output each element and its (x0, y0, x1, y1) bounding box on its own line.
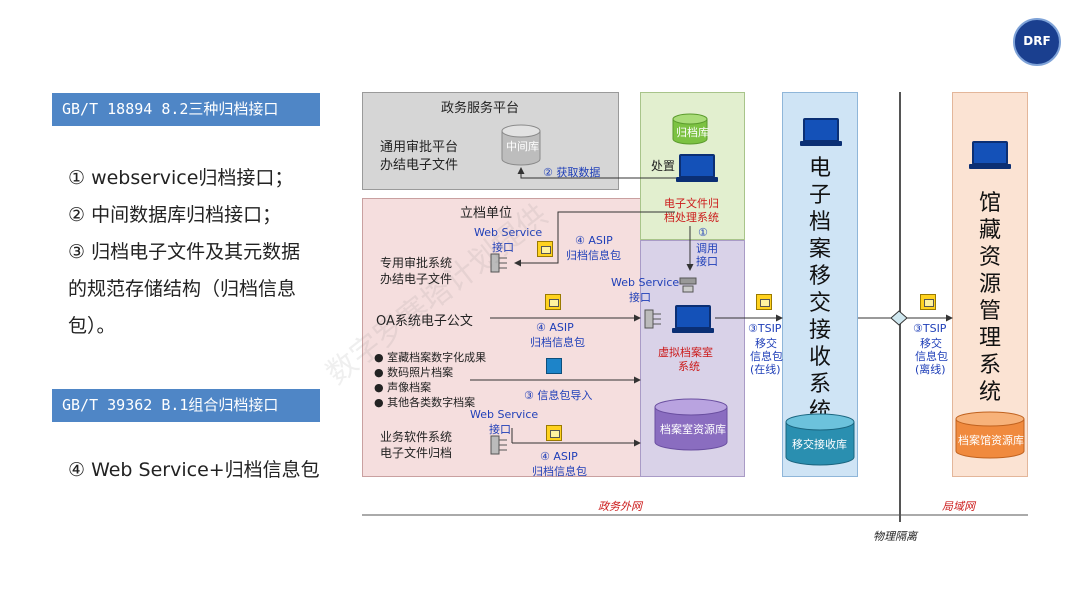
archive-resource-db-icon (955, 411, 1025, 459)
virtual-archive-system-line2: 系统 (678, 360, 700, 373)
tsip-offline-line4: (离线) (915, 363, 946, 376)
gov-platform-line1: 通用审批平台 (380, 140, 459, 155)
bullet-item: ④ Web Service+归档信息包 (68, 459, 320, 481)
call-interface-line1: 调用 (696, 242, 718, 255)
tsip-offline-line2: 移交 (920, 337, 942, 350)
bullet-item: 的规范存储结构（归档信息 (68, 278, 297, 300)
fetch-data-label: ② 获取数据 (543, 166, 601, 179)
bullet-item: ③ 归档电子文件及其元数据 (68, 241, 301, 263)
transfer-db-icon (785, 413, 855, 466)
ws-bot-line2: 接口 (489, 423, 511, 436)
unit-title: 立档单位 (460, 206, 513, 221)
tsip-package-icon (920, 294, 936, 310)
tsip-offline-line3: 信息包 (915, 350, 948, 363)
ws-top-line2: 接口 (492, 241, 514, 254)
tsip-online-line3: 信息包 (750, 350, 783, 363)
virtual-archive-system-line1: 虚拟档案室 (658, 346, 713, 359)
connector-icon (490, 253, 507, 273)
import-package-icon (546, 358, 562, 374)
standard-tag-1: GB/T 18894 8.2三种归档接口 (52, 93, 320, 126)
biz-software-line2: 电子文件归档 (380, 446, 453, 460)
oa-label: OA系统电子公文 (376, 314, 473, 329)
asip-bot-line1: ④ ASIP (540, 450, 578, 463)
archive-list-item: ● 声像档案 (374, 381, 432, 394)
archive-db-label: 归档库 (676, 126, 709, 139)
archive-processing-system-line1: 电子文件归 (664, 197, 719, 210)
archive-resource-db-label: 档案馆资源库 (958, 434, 1024, 447)
lan-label: 局域网 (942, 500, 975, 513)
drf-logo: DRF (1013, 18, 1061, 66)
transfer-db-label: 移交接收库 (792, 438, 847, 451)
extranet-label: 政务外网 (598, 500, 642, 513)
import-label: ③ 信息包导入 (524, 389, 593, 402)
ws-bot-line1: Web Service (470, 408, 539, 421)
archive-room-db-icon (654, 398, 728, 451)
special-system-line1: 专用审批系统 (380, 256, 453, 270)
bullet-item: ② 中间数据库归档接口； (68, 204, 282, 226)
archive-system-title: 馆藏资源管理系统 (978, 191, 1001, 405)
asip-top-line2: 归档信息包 (566, 249, 621, 262)
bullet-item: 包）。 (68, 315, 116, 337)
connector-icon (644, 309, 661, 329)
handle-label: 处置 (651, 159, 676, 173)
call-interface-num: ① (698, 226, 708, 239)
unit-box (362, 198, 642, 477)
archive-list-item: ● 其他各类数字档案 (374, 396, 476, 409)
isolation-label: 物理隔离 (873, 530, 917, 543)
isolation-line (899, 92, 901, 522)
biz-software-line1: 业务软件系统 (380, 430, 453, 444)
archive-list-item: ● 数码照片档案 (374, 366, 454, 379)
asip-package-icon (537, 241, 553, 257)
asip-top-line1: ④ ASIP (575, 234, 613, 247)
middle-db-label: 中间库 (506, 140, 539, 153)
asip-bot-line2: 归档信息包 (532, 465, 587, 478)
call-interface-line2: 接口 (696, 255, 718, 268)
standard-tag-2: GB/T 39362 B.1组合归档接口 (52, 389, 320, 422)
transfer-system-box (782, 92, 858, 477)
asip-package-icon (546, 425, 562, 441)
purple-ws-line1: Web Service (611, 276, 680, 289)
ws-top-line1: Web Service (474, 226, 543, 239)
bullet-item: ① webservice归档接口； (68, 167, 294, 189)
tsip-online-line2: 移交 (755, 337, 777, 350)
tsip-online-line4: (在线) (750, 363, 781, 376)
purple-ws-line2: 接口 (629, 291, 651, 304)
archive-db-icon (672, 113, 708, 145)
tsip-offline-line1: ③TSIP (913, 322, 947, 335)
asip-mid-line2: 归档信息包 (530, 336, 585, 349)
connector-icon (490, 435, 507, 455)
archive-processing-system-line2: 档处理系统 (664, 211, 719, 224)
asip-mid-line1: ④ ASIP (536, 321, 574, 334)
archive-list-item: ● 室藏档案数字化成果 (374, 351, 487, 364)
transfer-system-title: 电子档案移交接收系统 (808, 156, 831, 424)
special-system-line2: 办结电子文件 (380, 272, 453, 286)
middle-db-icon (501, 124, 541, 166)
gov-platform-box (362, 92, 619, 190)
archive-room-db-label: 档案室资源库 (660, 423, 726, 436)
asip-package-icon (545, 294, 561, 310)
tsip-online-line1: ③TSIP (748, 322, 782, 335)
gov-platform-title: 政务服务平台 (441, 101, 520, 116)
gov-platform-line2: 办结电子文件 (380, 158, 459, 173)
tsip-package-icon (756, 294, 772, 310)
plug-icon (679, 277, 697, 293)
